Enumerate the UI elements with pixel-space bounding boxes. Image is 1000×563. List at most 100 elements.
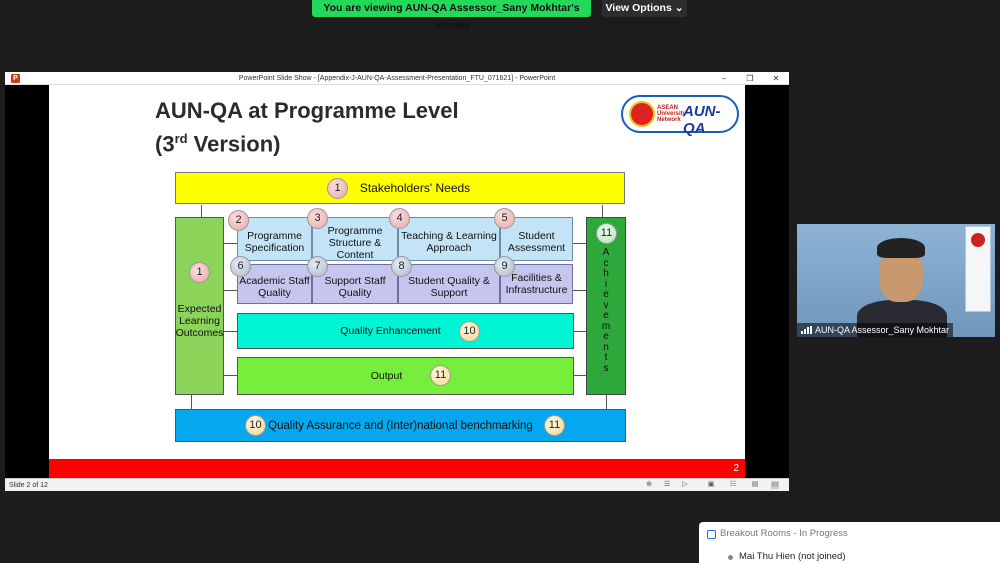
close-icon[interactable]: ✕ [772,74,780,83]
breakout-rooms-icon [707,530,716,539]
box-label: Student Quality & Support [408,275,490,299]
connector [573,290,586,291]
connector [224,290,237,291]
breakout-rooms-panel[interactable]: Breakout Rooms - In Progress Mai Thu Hie… [699,522,1000,563]
box-label: Quality Assurance and (Inter)national be… [268,419,533,432]
asean-emblem-icon [629,101,655,127]
breakout-member[interactable]: Mai Thu Hien (not joined) [739,551,846,562]
normal-view-icon[interactable]: ▣ [707,481,715,488]
box-label: Quality Enhancement [340,325,441,337]
criterion-badge: 8 [391,256,412,277]
notes-icon[interactable]: ☰ [663,481,671,488]
participant-name-tag: AUN-QA Assessor_Sany Mokhtar [797,323,954,337]
achievements-letter: s [603,362,609,374]
participant-name: AUN-QA Assessor_Sany Mokhtar [815,325,950,335]
achievements-letter: e [603,289,609,300]
achievements-letter: A [602,247,610,258]
title-post: Version) [187,131,281,157]
connector [573,375,586,376]
box-label: Academic Staff Quality [239,275,310,299]
box-label: Programme Specification [244,230,305,254]
expected-learning-outcomes-box: Expected Learning Outcomes [175,217,224,395]
achievements-letter: i [604,278,608,290]
logo-oval [621,95,739,133]
slide-counter: Slide 2 of 12 [9,482,48,489]
achievements-letter: h [603,268,609,279]
view-options-button[interactable]: View Options ⌄ [602,0,687,17]
criterion-badge: 10 [245,415,266,436]
criterion-badge: 3 [307,208,328,229]
achievements-letter: m [601,320,611,332]
box-label: Teaching & Learning Approach [401,230,497,254]
banner-emblem-icon [971,233,985,247]
slide-area: AUN-QA at Programme Level (3rd Version) … [5,85,789,478]
criterion-badge: 11 [430,365,451,386]
connector [201,205,202,217]
box-label: Facilities & Infrastructure [505,272,568,296]
slide-page-number: 2 [733,463,739,474]
slide-sorter-icon[interactable]: ☷ [729,481,737,488]
slide[interactable]: AUN-QA at Programme Level (3rd Version) … [49,85,745,478]
chevron-down-icon: ⌄ [674,2,684,14]
connector [573,331,586,332]
criterion-badge: 1 [327,178,348,199]
ppt-status-bar: Slide 2 of 12 ⊕ ☰ ▷ ▣ ☷ ▤ ▭ [5,478,789,491]
student-quality-box: Student Quality & Support [398,264,500,304]
participant-video[interactable]: AUN-QA Assessor_Sany Mokhtar [797,224,995,337]
quality-enhancement-box: Quality Enhancement [237,313,574,349]
achievements-letter: e [603,310,609,321]
connector [191,395,192,409]
slide-title: AUN-QA at Programme Level (3rd Version) [155,97,459,158]
stakeholders-label: Stakeholders' Needs [359,181,471,195]
support-staff-box: Support Staff Quality [312,264,398,304]
ppt-titlebar: P PowerPoint Slide Show - [Appendix-J-AU… [5,72,789,85]
title-pre: (3 [155,131,175,157]
criterion-badge: 4 [389,208,410,229]
programme-specification-box: Programme Specification [237,217,312,261]
connector [606,395,607,409]
elo-label: Expected Learning Outcomes [175,303,224,339]
box-label: Programme Structure & Content [327,225,383,261]
slide-footer: 2 [49,459,745,478]
achievements-letter: c [603,257,609,269]
restore-icon[interactable]: ❐ [746,74,754,83]
status-dot-icon [728,555,733,560]
signal-strength-icon [801,326,812,334]
accessibility-icon[interactable]: ⊕ [646,481,652,488]
criterion-badge: 11 [544,415,565,436]
criterion-badge: 6 [230,256,251,277]
screen-share-banner: You are viewing AUN-QA Assessor_Sany Mok… [312,0,591,31]
connector [573,243,586,244]
box-label: Output [370,370,403,382]
stakeholders-needs-box: Stakeholders' Needs [175,172,625,204]
achievements-letter: e [603,331,609,342]
achievements-letter: v [603,299,609,311]
powerpoint-icon: P [11,74,20,83]
aun-qa-logo: ASEAN University Network AUN-QA [621,93,741,137]
criterion-badge: 5 [494,208,515,229]
title-sup: rd [174,131,188,146]
logo-small-text: ASEAN University Network [657,105,687,123]
connector [224,243,237,244]
minimize-icon[interactable]: – [721,74,727,83]
powerpoint-window: P PowerPoint Slide Show - [Appendix-J-AU… [5,72,789,491]
connector [224,375,237,376]
criterion-badge: 11 [596,223,617,244]
breakout-rooms-title: Breakout Rooms - In Progress [720,528,848,539]
slide-title-line1: AUN-QA at Programme Level [155,98,459,123]
output-box: Output [237,357,574,395]
achievements-letter: t [604,352,608,363]
standee-banner [965,226,991,312]
slideshow-icon[interactable]: ▭ [771,481,779,489]
logo-big-text: AUN-QA [683,103,721,137]
achievements-letter: n [603,341,609,353]
connector [602,205,603,217]
play-icon[interactable]: ▷ [682,481,688,488]
box-label: Student Assessment [507,230,566,254]
criterion-badge: 7 [307,256,328,277]
box-label: Support Staff Quality [324,275,386,299]
reading-view-icon[interactable]: ▤ [751,481,759,488]
speaker-hair [877,238,925,258]
